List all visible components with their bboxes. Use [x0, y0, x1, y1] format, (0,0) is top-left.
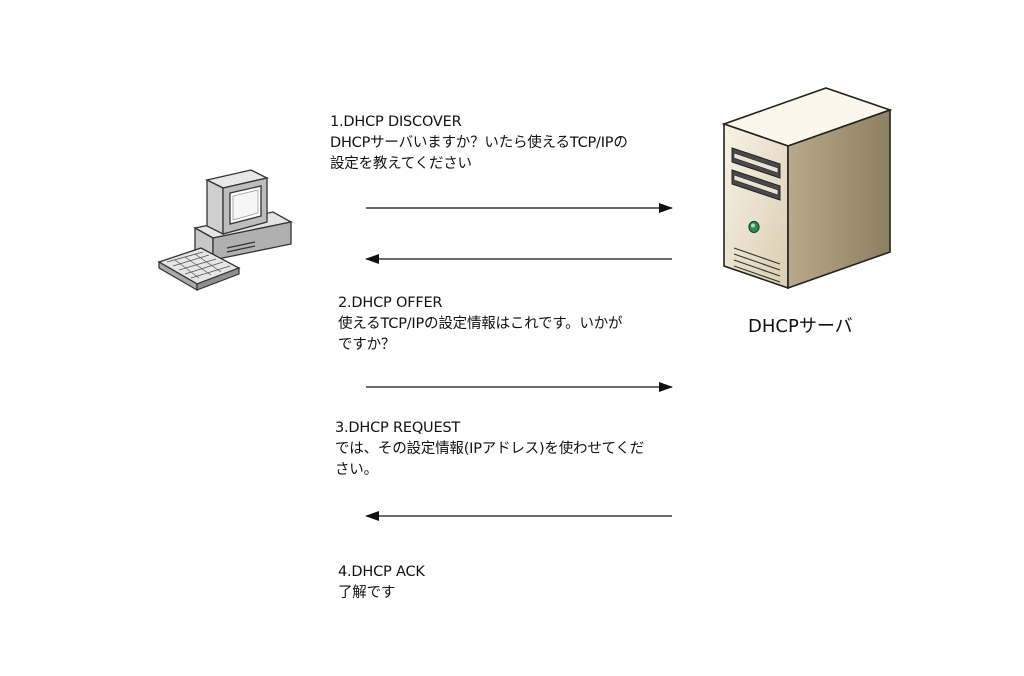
step-line: ですか？ [338, 337, 396, 353]
step-discover: 1.DHCP DISCOVER DHCPサーバいますか？いたら使えるTCP/IP… [330, 112, 628, 175]
step-title: 2.DHCP OFFER [338, 295, 443, 311]
server-label: DHCPサーバ [748, 316, 853, 337]
step-offer: 2.DHCP OFFER 使えるTCP/IPの設定情報はこれです。いかが ですか… [338, 293, 623, 356]
step-line: さい。 [335, 462, 378, 478]
step-line: 設定を教えてください [330, 156, 472, 172]
step-request: 3.DHCP REQUEST では、その設定情報(IPアドレス)を使わせてくだ … [335, 418, 644, 481]
desktop-computer-icon [155, 160, 295, 304]
step-ack: 4.DHCP ACK 了解です [338, 562, 425, 604]
step-line: DHCPサーバいますか？いたら使えるTCP/IPの [330, 135, 628, 151]
step-title: 3.DHCP REQUEST [335, 420, 461, 436]
step-line: 使えるTCP/IPの設定情報はこれです。いかが [338, 316, 623, 332]
server-tower-icon [718, 82, 896, 298]
step-title: 4.DHCP ACK [338, 564, 425, 580]
step-line: では、その設定情報(IPアドレス)を使わせてくだ [335, 441, 645, 457]
step-line: 了解です [338, 585, 396, 601]
step-title: 1.DHCP DISCOVER [330, 114, 462, 130]
